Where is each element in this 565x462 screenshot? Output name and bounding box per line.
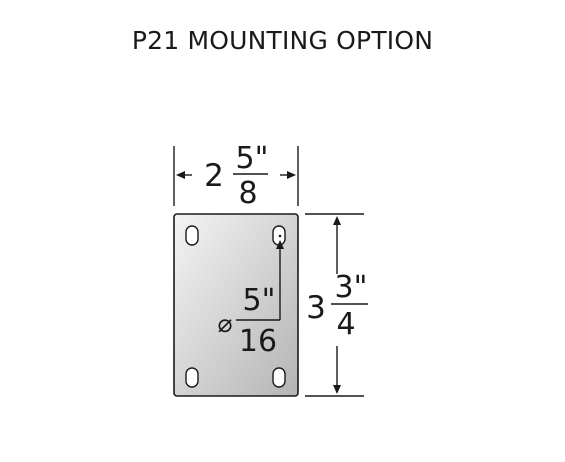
mounting-hole-bottom-left — [185, 367, 199, 388]
height-arrow-bottom — [333, 385, 341, 394]
mounting-plate — [173, 213, 299, 397]
width-arrow-right — [287, 171, 296, 179]
mounting-hole-bottom-right — [272, 367, 286, 388]
width-numerator: 5" — [236, 141, 269, 176]
width-dimension: 2 5" 8 — [173, 141, 299, 211]
hole-center-dot — [278, 234, 282, 238]
height-dimension: 3 3" 4 — [305, 213, 368, 397]
height-numerator: 3" — [335, 270, 368, 305]
diagram-title: P21 MOUNTING OPTION — [131, 26, 434, 55]
width-arrow-left — [176, 171, 185, 179]
hole-diameter-numerator: 5" — [243, 283, 276, 318]
mounting-hole-top-left — [185, 225, 199, 246]
height-arrow-top — [333, 216, 341, 225]
width-whole: 2 — [204, 158, 224, 194]
height-whole: 3 — [306, 290, 326, 326]
height-denominator: 4 — [336, 307, 355, 342]
hole-diameter-callout: ⌀ 5" 16 — [217, 234, 284, 359]
width-denominator: 8 — [238, 176, 257, 211]
hole-diameter-denominator: 16 — [239, 324, 277, 359]
diameter-symbol: ⌀ — [217, 309, 232, 338]
hole-leader-arrow — [276, 240, 284, 249]
